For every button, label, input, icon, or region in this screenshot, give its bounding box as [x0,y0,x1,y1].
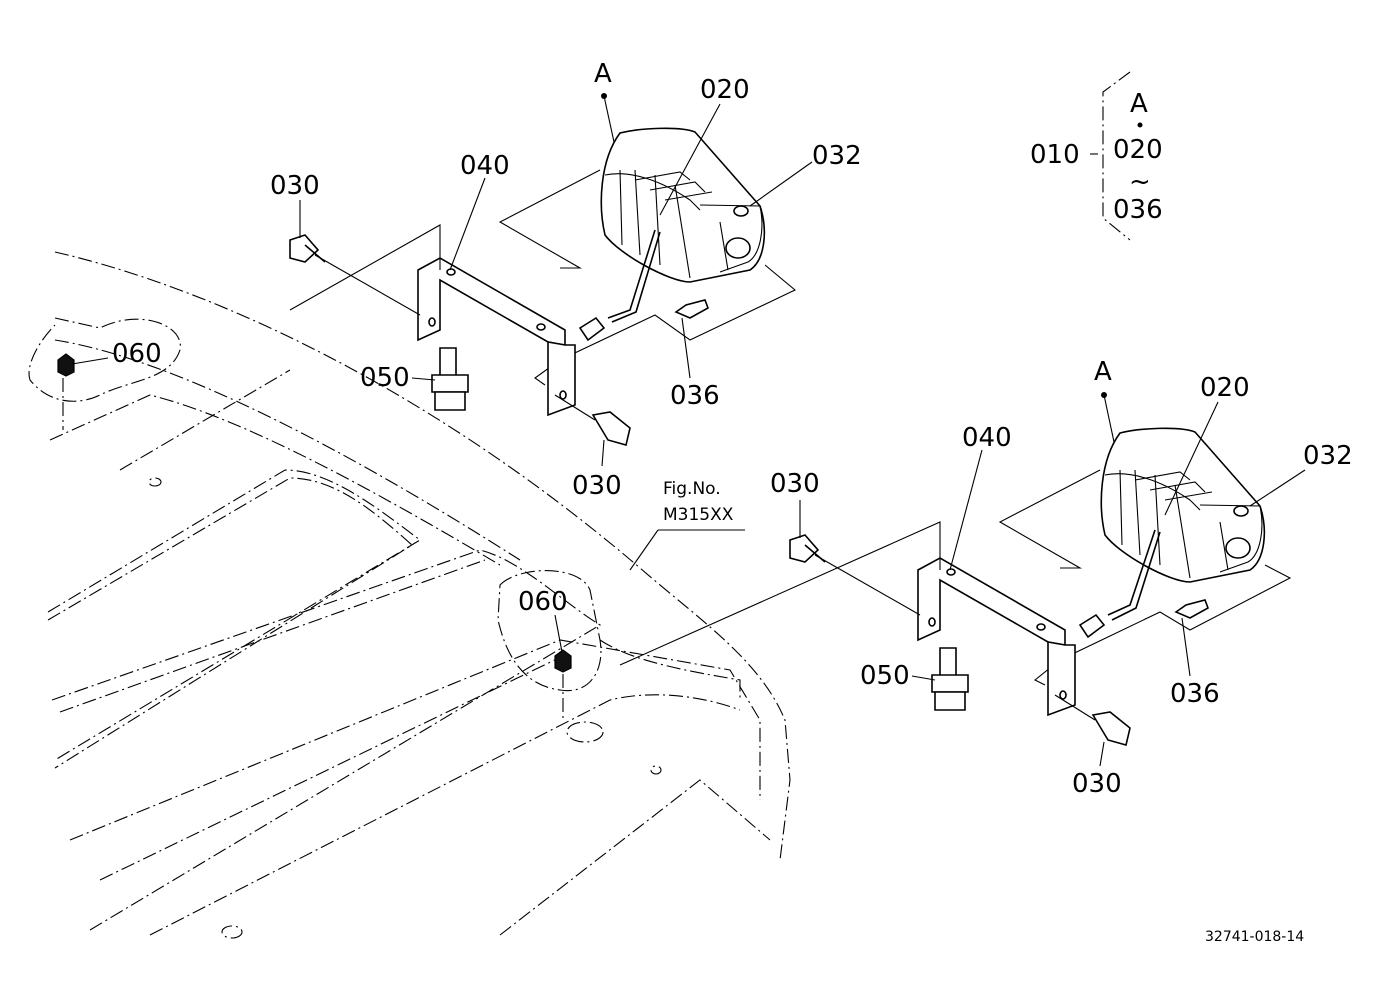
callout-020-right: 020 [1200,373,1250,403]
ref-dot-a-left [601,93,607,99]
callout-030-left-bottom: 030 [572,471,622,501]
fig-ref-line1: Fig.No. [663,479,721,499]
callout-060-left: 060 [112,339,162,369]
ref-dot-a-set [1137,122,1143,128]
ref-dot-a-right [1101,392,1107,398]
callout-050-right: 050 [860,661,910,691]
bracket-040-right [917,557,1066,646]
set-group-bracket [1102,71,1131,241]
right-light-assembly [619,427,1292,746]
set-parent-010: 010 [1030,140,1080,170]
callout-labels: A 020 030 040 032 060 050 036 030 A 020 … [112,59,1353,799]
callout-032-right: 032 [1303,441,1353,471]
fig-reference: Fig.No. M315XX [663,479,734,525]
set-to-036: 036 [1113,195,1163,225]
callout-036-right: 036 [1170,679,1220,709]
drawing-number: 32741-018-14 [1205,929,1304,945]
callout-040-right: 040 [962,423,1012,453]
bracket-040-left [417,257,566,346]
callout-020-left: 020 [700,75,750,105]
set-from-020: 020 [1113,135,1163,165]
fig-ref-line2: M315XX [663,505,734,525]
set-group: 010 A 020 ~ 036 [1030,89,1163,225]
callout-050-left: 050 [360,363,410,393]
nut-060-left [57,353,75,377]
left-light-assembly [289,127,797,446]
nut-060-center [554,649,572,673]
callout-030-right-top: 030 [770,469,820,499]
callout-036-left: 036 [670,381,720,411]
callout-a-left: A [594,59,612,89]
callout-040-left: 040 [460,151,510,181]
cab-roof-outline [28,251,791,939]
set-tilde: ~ [1129,167,1151,197]
callout-030-left-top: 030 [270,171,320,201]
leader-lines [71,95,1306,767]
set-ref-a: A [1130,89,1148,119]
callout-a-right: A [1094,357,1112,387]
callout-060-center: 060 [518,587,568,617]
callout-032-left: 032 [812,141,862,171]
callout-030-right-bottom: 030 [1072,769,1122,799]
